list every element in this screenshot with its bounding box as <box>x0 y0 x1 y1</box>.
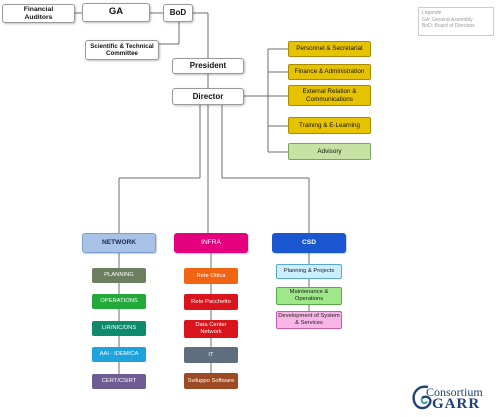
infra-unit-it: IT <box>184 347 238 363</box>
staff-external-relations: External Relation & Communications <box>288 85 371 106</box>
director-box: Director <box>172 88 244 105</box>
staff-advisory: Advisory <box>288 143 371 160</box>
legend-title: Legende <box>422 10 442 16</box>
network-unit-aai-idem-ca: AAI - IDEM/CA <box>92 347 146 362</box>
csd-unit-planning-projects: Planning & Projects <box>276 264 342 279</box>
scientific-committee-box: Scientific & Technical Committee <box>85 40 159 60</box>
legend-box: Legende GA: General Assembly BoD: Board … <box>418 7 494 36</box>
infra-unit-rete-pacchetto: Rete Pacchetto <box>184 294 238 310</box>
financial-auditors-box: Financial Auditors <box>2 4 75 23</box>
network-unit-planning: PLANNING <box>92 268 146 283</box>
ga-box: GA <box>82 3 150 22</box>
csd-unit-maintenance-operations: Maintenance & Operations <box>276 287 342 305</box>
staff-training-elearning: Training & E-Learning <box>288 117 371 134</box>
staff-finance-administration: Finance & Administration <box>288 64 371 80</box>
legend-bod: BoD: Board of Directors <box>422 23 475 29</box>
legend-ga: GA: General Assembly <box>422 16 473 23</box>
president-box: President <box>172 58 244 74</box>
staff-personnel-secretariat: Personnel & Secretariat <box>288 41 371 57</box>
division-csd-header: CSD <box>272 233 346 253</box>
division-infra-header: INFRA <box>174 233 248 253</box>
logo-consortium-text: Consortium <box>426 385 483 399</box>
garr-swirl-icon <box>412 385 432 410</box>
infra-unit-data-center-network: Data Center Network <box>184 320 238 338</box>
network-unit-operations: OPERATIONS <box>92 294 146 309</box>
division-network-header: NETWORK <box>82 233 156 253</box>
infra-unit-sviluppo-software: Sviluppo Software <box>184 373 238 389</box>
network-unit-cert-csirt: CERT/CSIRT <box>92 374 146 389</box>
csd-unit-development-system-services: Development of System & Services <box>276 311 342 329</box>
logo-garr-text: GARR <box>432 396 481 412</box>
network-unit-lir-nic-dns: LIR/NIC/DNS <box>92 321 146 336</box>
consortium-garr-logo: Consortium GARR <box>406 383 496 413</box>
infra-unit-rete-ottica: Rete Ottica <box>184 268 238 284</box>
bod-box: BoD <box>163 4 193 22</box>
